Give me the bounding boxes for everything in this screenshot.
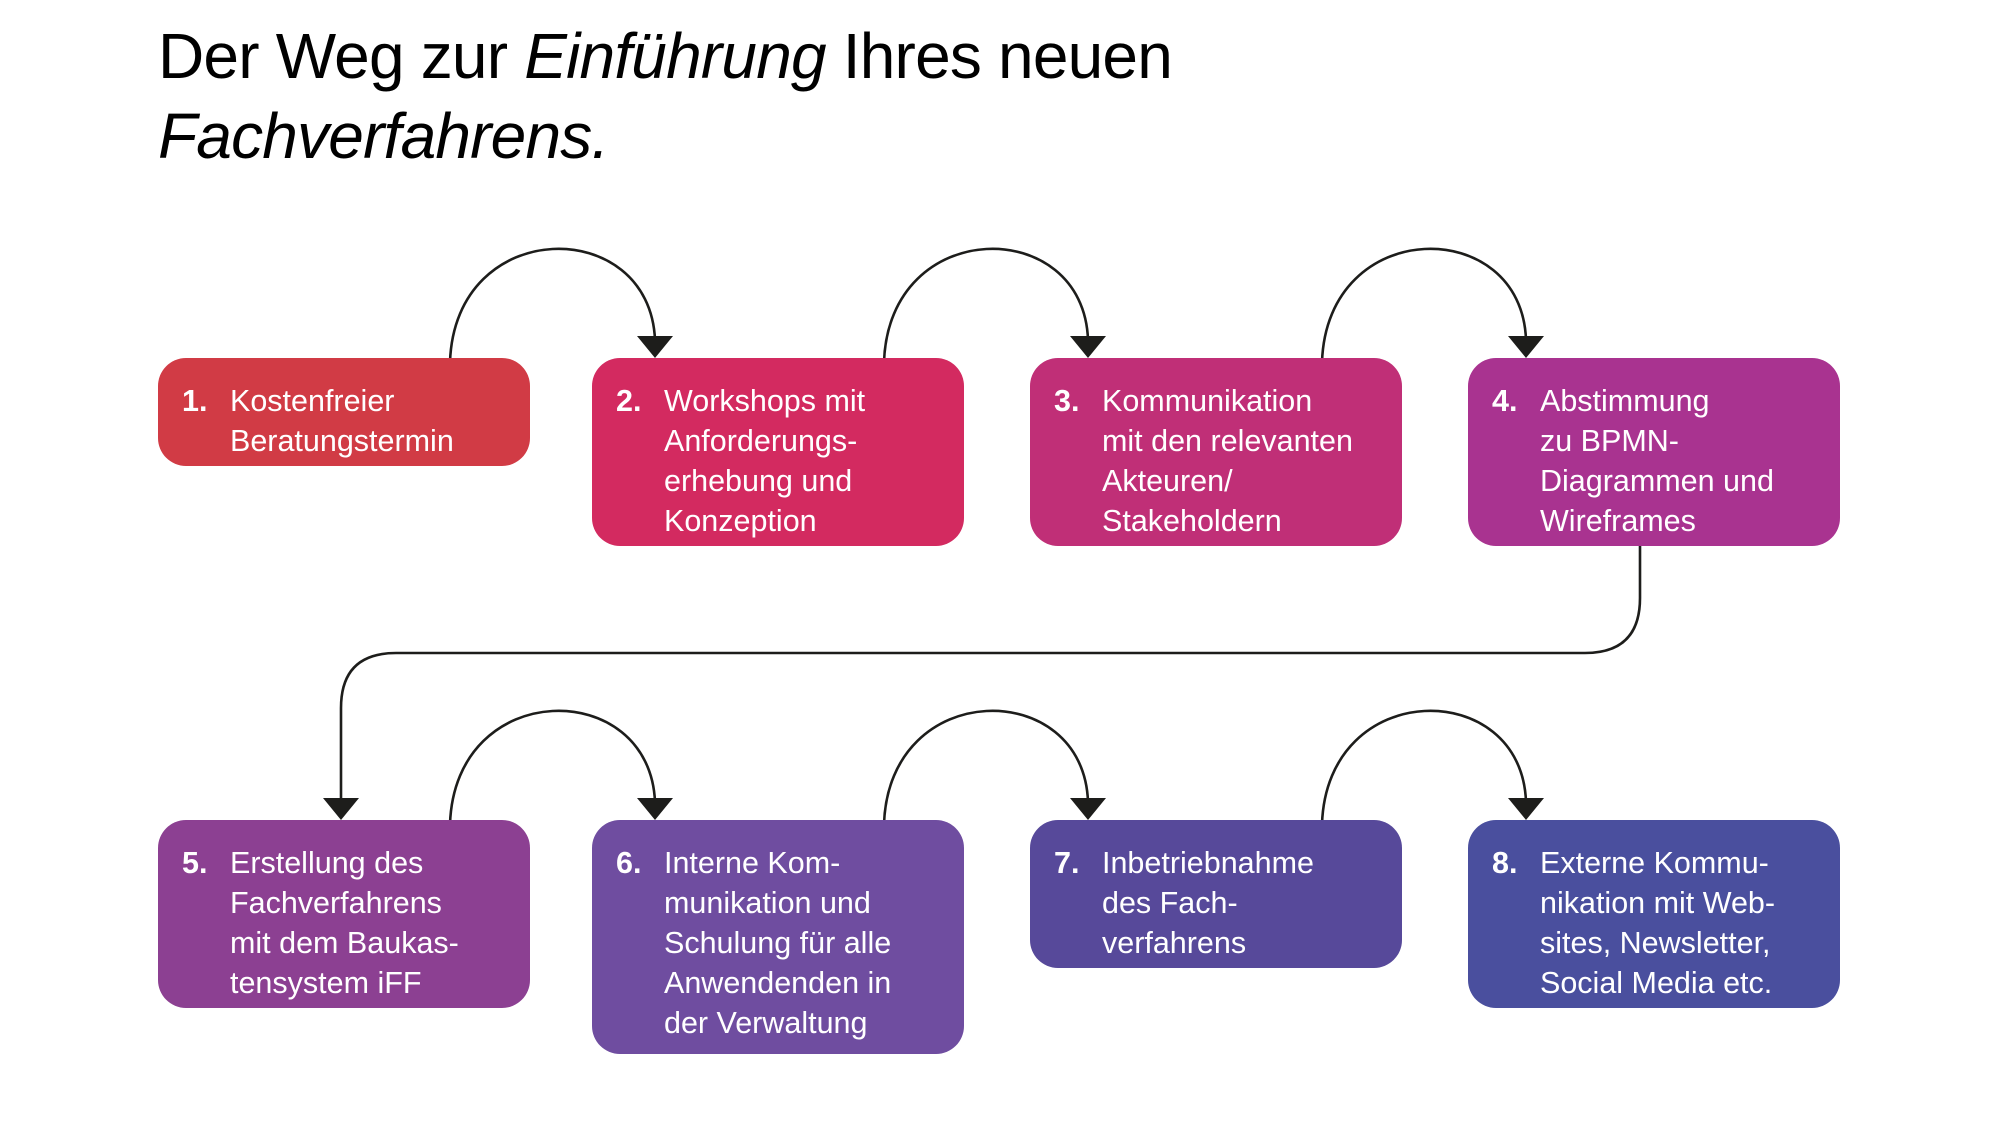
arrowhead-4-5-icon <box>323 798 359 820</box>
step-4-box: 4. Abstimmung zu BPMN- Diagrammen und Wi… <box>1468 358 1840 546</box>
arrowhead-7-8-icon <box>1508 798 1544 820</box>
step-8-box: 8. Externe Kommu- nikation mit Web- site… <box>1468 820 1840 1008</box>
step-3-box: 3. Kommunikation mit den relevanten Akte… <box>1030 358 1402 546</box>
arrowhead-2-3-icon <box>1070 336 1106 358</box>
step-7-number: 7. <box>1054 846 1080 880</box>
step-1-text: Kostenfreier Beratungstermin <box>230 384 454 458</box>
page-title: Der Weg zur Einführung Ihres neuen Fachv… <box>158 16 1173 176</box>
step-7-text: Inbetriebnahme des Fach- verfahrens <box>1102 846 1314 960</box>
title-part-regular: Der Weg zur <box>158 20 525 92</box>
step-6-text: Interne Kom- munikation und Schulung für… <box>664 846 892 1040</box>
arrowhead-3-4-icon <box>1508 336 1544 358</box>
arrowhead-6-7-icon <box>1070 798 1106 820</box>
step-3-text: Kommunikation mit den relevanten Akteure… <box>1102 384 1353 538</box>
step-4-number: 4. <box>1492 384 1518 418</box>
connector-arc-6-7-icon <box>882 709 1090 825</box>
arrowhead-5-6-icon <box>637 798 673 820</box>
step-2-box: 2. Workshops mit Anforderungs- erhebung … <box>592 358 964 546</box>
step-2-text: Workshops mit Anforderungs- erhebung und… <box>664 384 866 538</box>
step-8-text: Externe Kommu- nikation mit Web- sites, … <box>1540 846 1776 1000</box>
title-part-italic: Einführung <box>524 20 826 92</box>
connector-arc-3-4-icon <box>1320 247 1528 363</box>
step-5-text: Erstellung des Fachverfahrens mit dem Ba… <box>230 846 459 1000</box>
connector-arc-1-2-icon <box>448 247 657 363</box>
step-8-number: 8. <box>1492 846 1518 880</box>
title-part-italic-2: Fachverfahrens. <box>158 100 609 172</box>
step-3-number: 3. <box>1054 384 1080 418</box>
step-5-number: 5. <box>182 846 208 880</box>
connector-arc-7-8-icon <box>1320 709 1528 825</box>
step-1-number: 1. <box>182 384 208 418</box>
step-6-box: 6. Interne Kom- munikation und Schulung … <box>592 820 964 1054</box>
step-5-box: 5. Erstellung des Fachverfahrens mit dem… <box>158 820 530 1008</box>
step-6-number: 6. <box>616 846 642 880</box>
step-1-box: 1. Kostenfreier Beratungstermin <box>158 358 530 466</box>
connector-arc-5-6-icon <box>448 709 657 825</box>
step-2-number: 2. <box>616 384 642 418</box>
step-7-box: 7. Inbetriebnahme des Fach- verfahrens <box>1030 820 1402 968</box>
arrowhead-1-2-icon <box>637 336 673 358</box>
title-part-rest: Ihres neuen <box>825 20 1173 92</box>
connector-elbow-4-5-icon <box>339 546 1642 800</box>
step-4-text: Abstimmung zu BPMN- Diagrammen und Wiref… <box>1540 384 1774 538</box>
connector-arc-2-3-icon <box>882 247 1090 363</box>
